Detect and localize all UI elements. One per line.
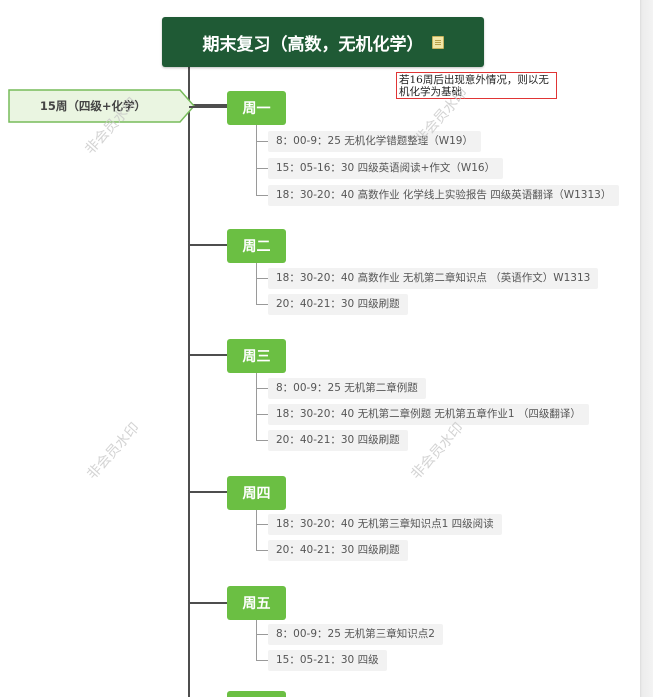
subtopic-connector [256, 304, 268, 305]
callout-topic[interactable]: 15周（四级+化学） [8, 89, 195, 123]
callout-connector [189, 104, 227, 106]
annotation-note[interactable]: 若16周后出现意外情况，则以无机化学为基础 [396, 72, 557, 99]
task-item[interactable]: 18：30-20：40 无机第二章例题 无机第五章作业1 （四级翻译） [268, 404, 589, 425]
task-item[interactable]: 8：00-9：25 无机第二章例题 [268, 378, 426, 399]
day-connector [189, 354, 227, 356]
root-topic[interactable]: 期末复习（高数，无机化学） [162, 17, 484, 67]
subtopic-connector [256, 388, 268, 389]
day-topic-wed[interactable]: 周三 [227, 339, 286, 373]
scrollbar-track[interactable] [640, 0, 653, 697]
task-item[interactable]: 20：40-21：30 四级刷题 [268, 294, 408, 315]
day-connector [189, 602, 227, 604]
watermark: 非会员水印 [408, 419, 467, 483]
task-item[interactable]: 15：05-16：30 四级英语阅读+作文（W16） [268, 158, 504, 179]
task-item[interactable]: 18：30-20：40 无机第三章知识点1 四级阅读 [268, 514, 502, 535]
subtopic-connector [256, 660, 268, 661]
subtopic-connector [256, 634, 268, 635]
callout-shape [8, 89, 195, 123]
subtopic-bracket [256, 373, 257, 440]
subtopic-connector [256, 141, 268, 142]
task-item[interactable]: 8：00-9：25 无机第三章知识点2 [268, 624, 443, 645]
subtopic-connector [256, 278, 268, 279]
subtopic-connector [256, 414, 268, 415]
task-item[interactable]: 15：05-21：30 四级 [268, 650, 387, 671]
note-icon[interactable] [431, 35, 444, 49]
day-connector [189, 106, 227, 108]
subtopic-bracket [256, 620, 257, 660]
subtopic-bracket [256, 125, 257, 195]
watermark: 非会员水印 [84, 419, 143, 483]
day-topic-fri[interactable]: 周五 [227, 586, 286, 620]
task-item[interactable]: 18：30-20：40 高数作业 化学线上实验报告 四级英语翻译（W1313） [268, 185, 620, 206]
subtopic-connector [256, 440, 268, 441]
subtopic-connector [256, 168, 268, 169]
task-item[interactable]: 20：40-21：30 四级刷题 [268, 430, 408, 451]
subtopic-connector [256, 195, 268, 196]
task-item[interactable]: 18：30-20：40 高数作业 无机第二章知识点 （英语作文）W1313 [268, 268, 599, 289]
main-connector [188, 67, 190, 697]
subtopic-bracket [256, 263, 257, 304]
root-topic-label: 期末复习（高数，无机化学） [202, 34, 424, 55]
subtopic-connector [256, 524, 268, 525]
day-topic-next-partial[interactable] [227, 691, 286, 697]
day-topic-thu[interactable]: 周四 [227, 476, 286, 510]
day-topic-tue[interactable]: 周二 [227, 229, 286, 263]
subtopic-connector [256, 550, 268, 551]
day-topic-mon[interactable]: 周一 [227, 91, 286, 125]
day-connector [189, 491, 227, 493]
subtopic-bracket [256, 510, 257, 550]
task-item[interactable]: 8：00-9：25 无机化学错题整理（W19） [268, 131, 481, 152]
callout-label: 15周（四级+化学） [39, 99, 147, 113]
day-connector [189, 244, 227, 246]
task-item[interactable]: 20：40-21：30 四级刷题 [268, 540, 408, 561]
